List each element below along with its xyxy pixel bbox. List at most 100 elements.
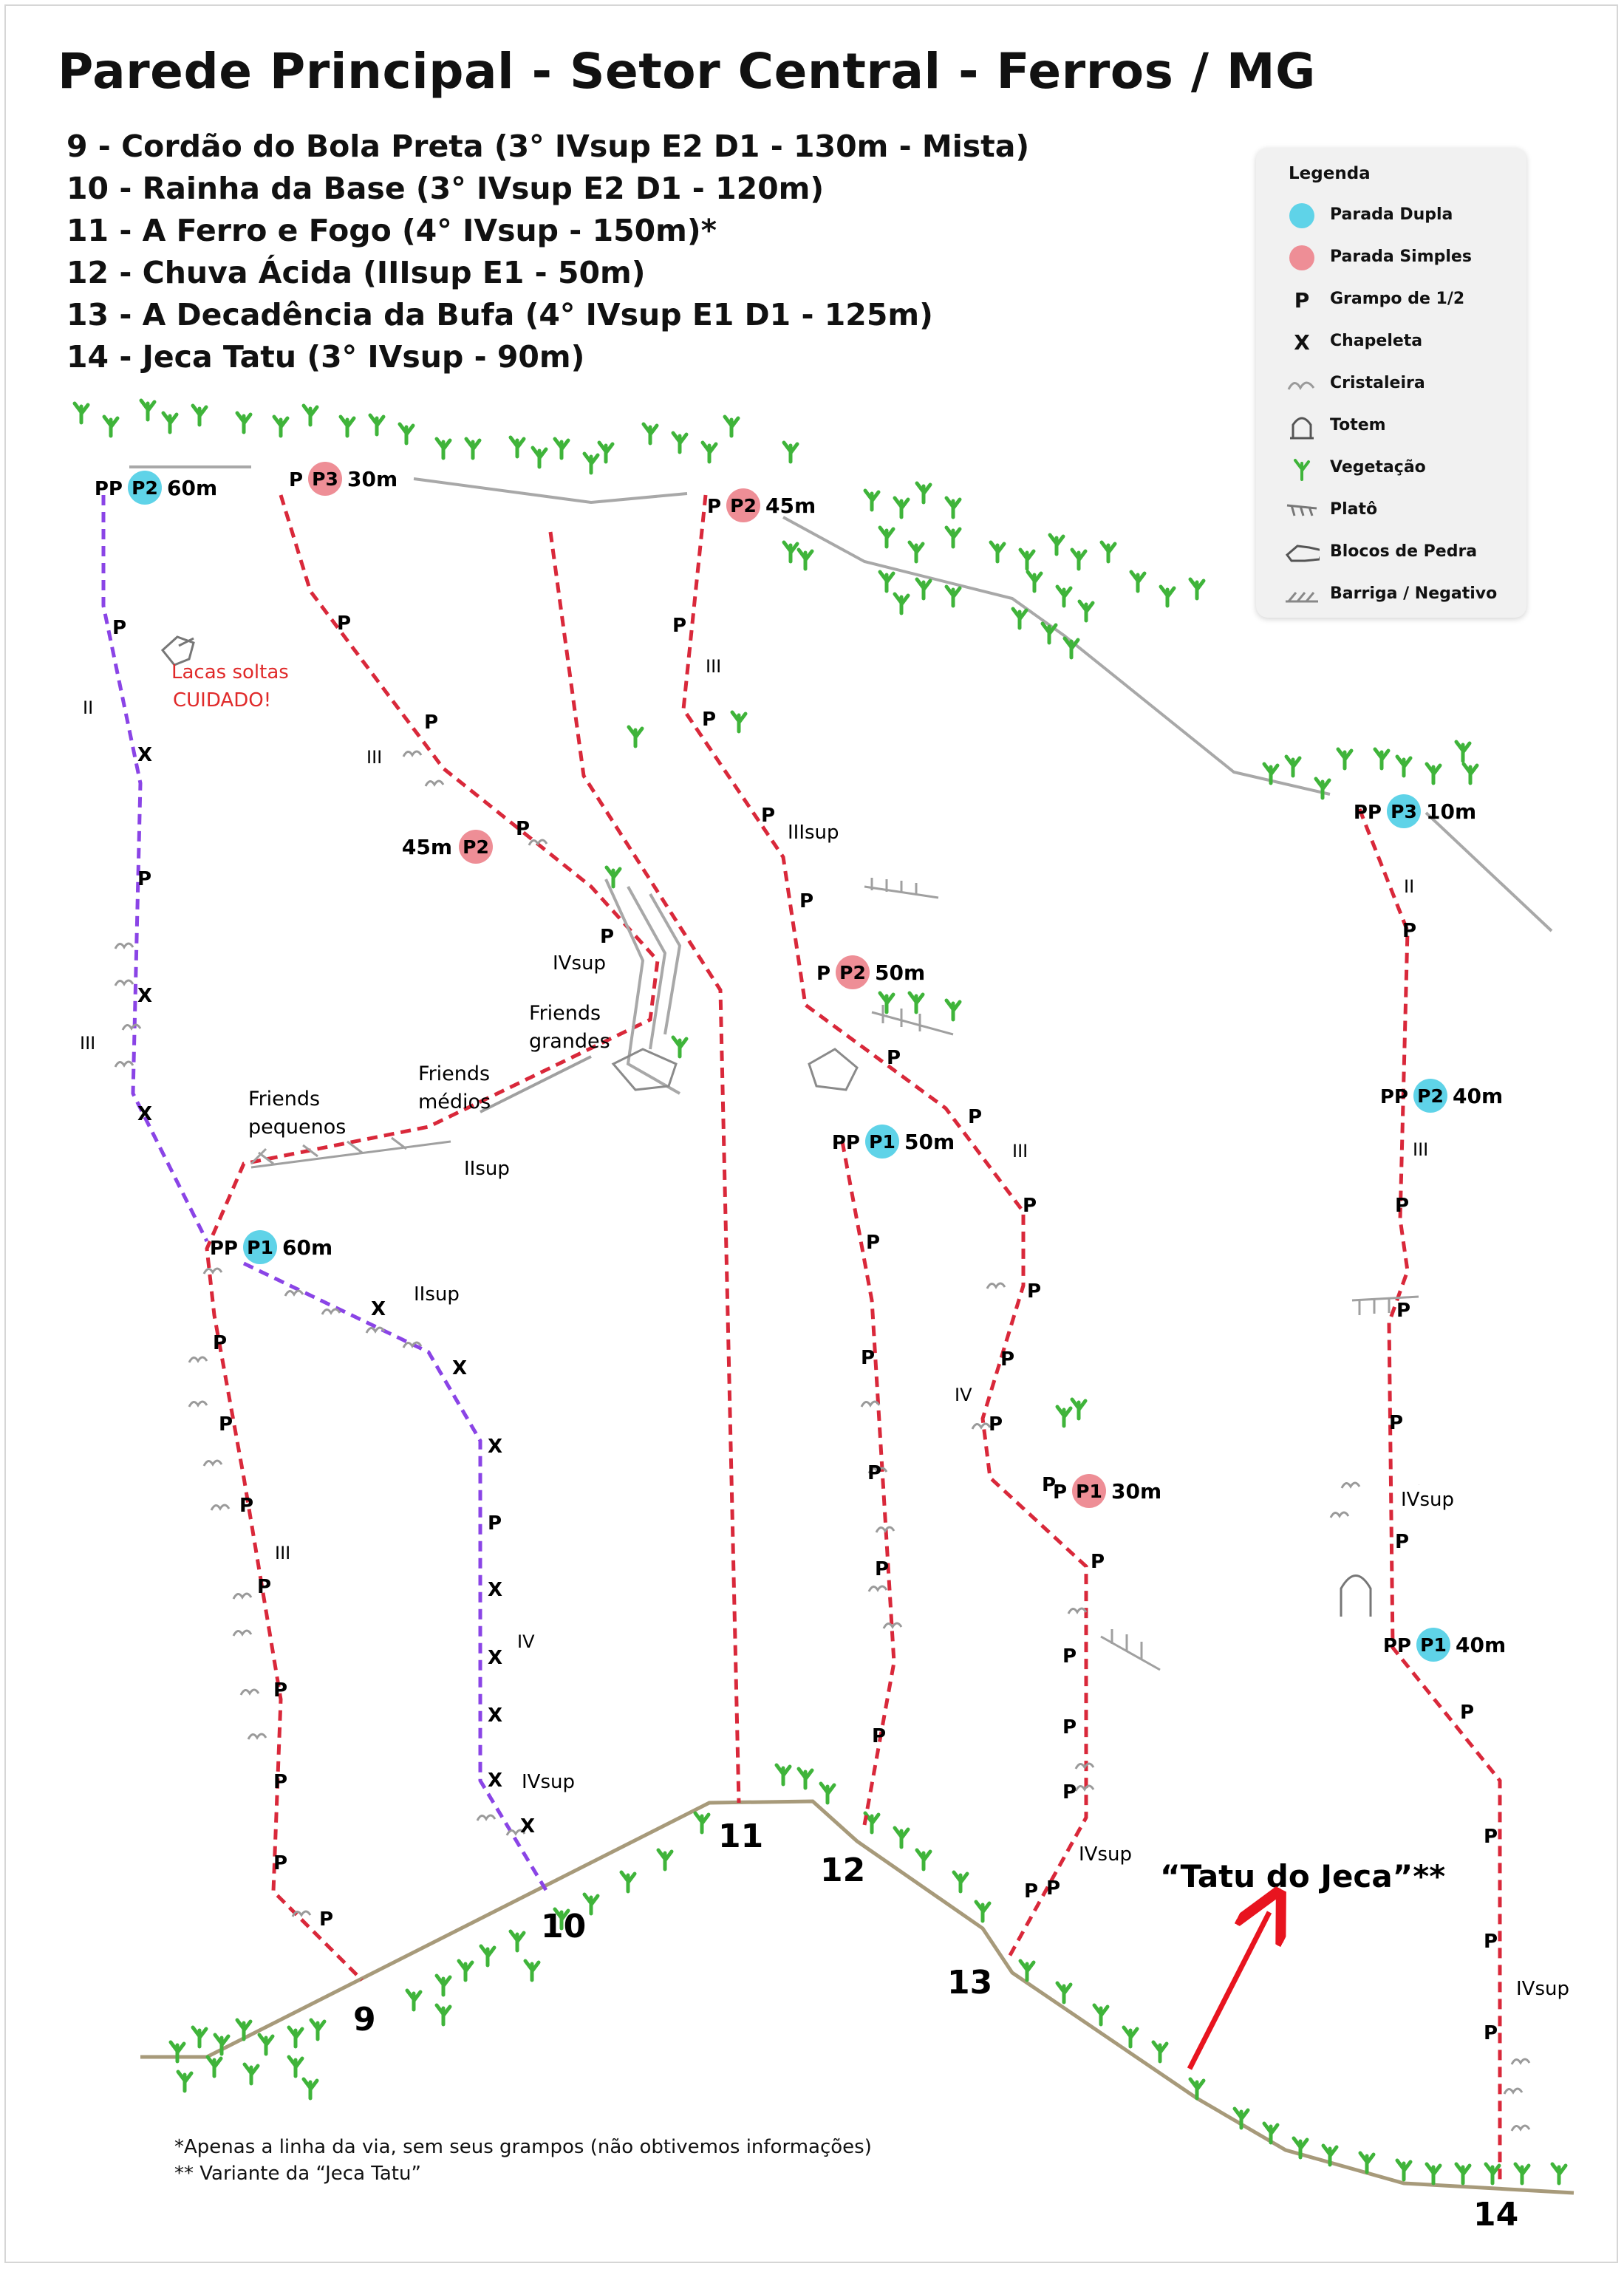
- stop-length: 45m: [402, 835, 452, 859]
- bolt-p-icon: P: [989, 1413, 1003, 1436]
- grade-label: IVsup: [1401, 1489, 1454, 1511]
- plant-icon: [193, 406, 206, 425]
- bolt-p-icon: P: [273, 1679, 287, 1702]
- stop-bolts: PP: [95, 478, 123, 500]
- route-number-11: 11: [718, 1818, 763, 1855]
- overhang-icon: [1284, 580, 1320, 610]
- route-9-line: [205, 494, 660, 1982]
- friends-medium-crack: [480, 1055, 592, 1113]
- bolt-p-icon: P: [112, 617, 126, 639]
- bolt-p-icon: P: [1046, 1877, 1060, 1900]
- hanger-x-icon: X: [452, 1357, 467, 1379]
- plant-icon: [533, 448, 546, 467]
- plant-icon: [1131, 572, 1144, 591]
- grade-label: III: [366, 747, 382, 768]
- route-item-12: 12 - Chuva Ácida (IIIsup E1 - 50m): [66, 255, 646, 290]
- plant-icon: [341, 417, 354, 436]
- bolt-p-icon: P: [867, 1462, 881, 1484]
- crystal-icon: [1340, 1481, 1361, 1490]
- bolt-p-icon: P: [273, 1771, 287, 1793]
- stop-length: 30m: [347, 467, 398, 491]
- stop-bolts: PP: [1383, 1635, 1411, 1657]
- crystal-icon: [1329, 1511, 1350, 1519]
- plateau-1: [864, 878, 939, 899]
- stop-length: 60m: [167, 476, 217, 500]
- plant-icon: [104, 417, 117, 436]
- bolt-p-icon: P: [968, 1106, 982, 1128]
- bolt-p-icon: P: [672, 615, 686, 637]
- footnote-1: *Apenas a linha da via, sem seus grampos…: [174, 2136, 872, 2158]
- grade-labels: II III III IVsup IIsup III IIIsup III II…: [80, 656, 1569, 2000]
- friends-small-crack: [250, 1136, 451, 1169]
- plant-icon: [311, 2020, 324, 2039]
- plant-icon: [1360, 2153, 1374, 2172]
- features: [160, 635, 1419, 1671]
- plant-icon: [1486, 2164, 1499, 2183]
- plant-icon: [946, 1000, 960, 1020]
- hanger-x-icon: X: [488, 1436, 502, 1458]
- stop-bolts: PP: [1380, 1086, 1408, 1108]
- crystal-icon: [1284, 369, 1320, 399]
- grade-label: III: [1413, 1139, 1428, 1160]
- tatu-do-jeca-label: “Tatu do Jeca”**: [1160, 1858, 1445, 1894]
- stop-label: P3: [312, 468, 338, 490]
- crystal-icon: [247, 1733, 267, 1741]
- grade-label: IIsup: [414, 1283, 460, 1306]
- crystal-icon: [202, 1459, 223, 1467]
- plant-icon: [703, 443, 716, 462]
- annotations: Lacas soltas CUIDADO! Friends pequenos F…: [171, 661, 1445, 2070]
- plant-icon: [880, 528, 893, 547]
- plant-icon: [976, 1902, 989, 1921]
- legend-item-double-stop: Parada Dupla: [1256, 197, 1526, 233]
- plant-icon: [1065, 638, 1078, 658]
- stop-length: 40m: [1453, 1084, 1503, 1108]
- stop-length: 40m: [1456, 1633, 1506, 1657]
- plant-icon: [1552, 2164, 1566, 2183]
- bolt-p-icon: P: [1000, 1348, 1014, 1371]
- chimney: [604, 878, 682, 1095]
- plant-icon: [799, 1769, 812, 1788]
- plant-icon: [1338, 749, 1351, 768]
- plateau-2: [871, 1005, 954, 1036]
- boulder-icon: [1284, 538, 1320, 567]
- bolt-p-icon: P: [1484, 1826, 1498, 1848]
- crystal-icon: [210, 1504, 231, 1512]
- route-11-line: [548, 531, 741, 1804]
- legend-item-boulder: Blocos de Pedra: [1256, 533, 1526, 570]
- plant-icon: [1464, 764, 1477, 783]
- plant-icon: [400, 424, 413, 443]
- route-number-12: 12: [820, 1852, 865, 1889]
- bolt-p-icon: P: [1395, 1531, 1409, 1553]
- stop-label: P1: [869, 1131, 895, 1153]
- grade-label: II: [1404, 876, 1414, 897]
- route-number-13: 13: [947, 1964, 992, 2002]
- friends-small-label-2: pequenos: [248, 1116, 346, 1139]
- stop-bolts: P: [707, 496, 721, 518]
- plant-icon: [459, 1961, 472, 1980]
- plant-icon: [895, 498, 908, 517]
- route-item-13: 13 - A Decadência da Bufa (4° IVsup E1 D…: [66, 297, 933, 332]
- plant-icon: [1013, 609, 1026, 628]
- route-10-line: [101, 495, 209, 1243]
- stop-bolts: PP: [210, 1238, 238, 1260]
- route-numbers: 9 10 11 12 13 14: [353, 1818, 1518, 2234]
- bolt-p-icon: P: [887, 1047, 901, 1069]
- bolt-p-icon: P: [337, 613, 351, 635]
- plant-icon: [917, 1850, 930, 1869]
- route-item-11: 11 - A Ferro e Fogo (4° IVsup - 150m)*: [66, 213, 717, 248]
- plant-icon: [895, 1828, 908, 1847]
- grade-label: III: [706, 656, 721, 677]
- plant-icon: [1456, 742, 1470, 761]
- plant-icon: [237, 413, 250, 432]
- double-stop-icon: [1284, 201, 1320, 231]
- plant-icon: [946, 587, 960, 606]
- legend-item-plateau: Platô: [1256, 491, 1526, 528]
- bolt-p-icon: P: [600, 926, 614, 948]
- bolts: PXPXXPPPPPPPPPPPPPPPPPPPXXXPXXXXXPPPPPPP…: [112, 613, 1498, 2044]
- bolt-p-icon: P: [702, 709, 716, 731]
